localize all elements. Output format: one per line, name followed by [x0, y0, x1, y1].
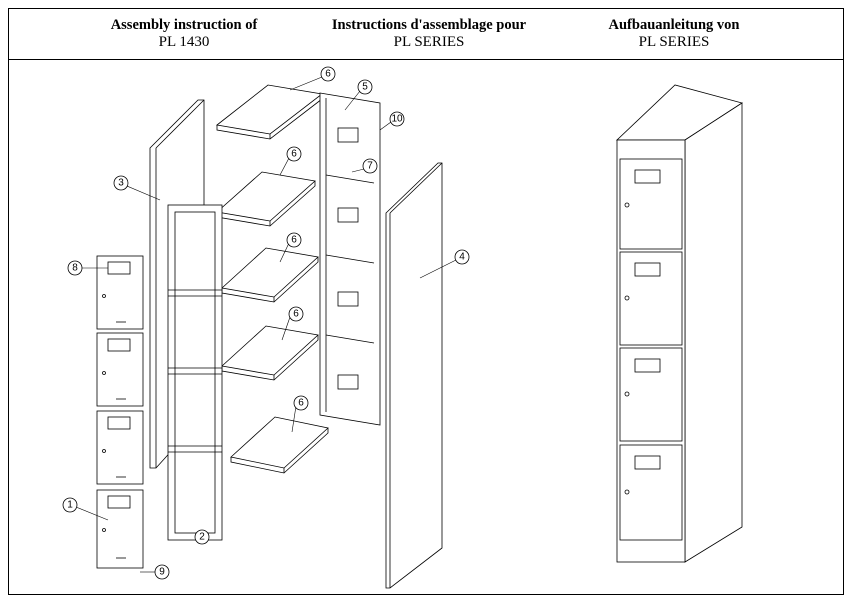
shelf: [221, 247, 319, 303]
callout-6: 6: [288, 306, 304, 322]
door: [96, 332, 144, 407]
svg-text:10: 10: [391, 114, 403, 125]
svg-text:1: 1: [67, 500, 73, 511]
model-french: PL SERIES: [393, 34, 465, 50]
svg-text:6: 6: [293, 309, 299, 320]
svg-text:6: 6: [298, 398, 304, 409]
callout-6: 6: [286, 146, 302, 162]
callout-6: 6: [320, 66, 336, 82]
svg-text:5: 5: [362, 82, 368, 93]
svg-text:9: 9: [159, 567, 165, 578]
callout-3: 3: [113, 175, 129, 191]
title-german-text: Aufbauanleitung von: [608, 17, 740, 33]
title-english: Assembly instruction of PL 1430: [54, 17, 314, 51]
shelf: [216, 84, 323, 140]
callouts: 6 5 10 3 6 7 4 8 6 6 6 1 9 2: [62, 66, 470, 580]
model-german: PL SERIES: [638, 34, 710, 50]
drawing-frame: Assembly instruction of PL 1430 Instruct…: [8, 8, 844, 595]
callout-6: 6: [293, 395, 309, 411]
title-french: Instructions d'assemblage pour PL SERIES: [299, 17, 559, 51]
callout-9: 9: [154, 564, 170, 580]
back-panel: [319, 92, 381, 426]
callout-4: 4: [454, 249, 470, 265]
title-english-text: Assembly instruction of: [110, 17, 258, 33]
model-english: PL 1430: [158, 34, 210, 50]
shelf: [221, 325, 319, 381]
assembled-locker: [615, 84, 743, 563]
shelf: [216, 171, 316, 227]
callout-8: 8: [67, 260, 83, 276]
shelves: [216, 84, 329, 474]
callout-6: 6: [286, 232, 302, 248]
svg-text:6: 6: [325, 69, 331, 80]
callout-7: 7: [362, 158, 378, 174]
svg-text:4: 4: [459, 252, 465, 263]
doors: [96, 255, 144, 569]
title-block: Assembly instruction of PL 1430 Instruct…: [9, 9, 843, 60]
svg-text:8: 8: [72, 263, 78, 274]
callout-10: 10: [389, 111, 405, 127]
callout-1: 1: [62, 497, 78, 513]
svg-text:6: 6: [291, 235, 297, 246]
title-german: Aufbauanleitung von PL SERIES: [544, 17, 804, 51]
svg-text:3: 3: [118, 178, 124, 189]
door: [96, 489, 144, 569]
front-frame: [167, 204, 223, 541]
door: [96, 255, 144, 330]
svg-text:2: 2: [199, 532, 205, 543]
shelf: [230, 416, 329, 474]
svg-text:6: 6: [291, 149, 297, 160]
door: [96, 410, 144, 485]
callout-5: 5: [357, 79, 373, 95]
title-french-text: Instructions d'assemblage pour: [331, 17, 527, 33]
svg-text:7: 7: [367, 161, 373, 172]
callout-2: 2: [194, 529, 210, 545]
right-side-panel: [385, 162, 443, 589]
